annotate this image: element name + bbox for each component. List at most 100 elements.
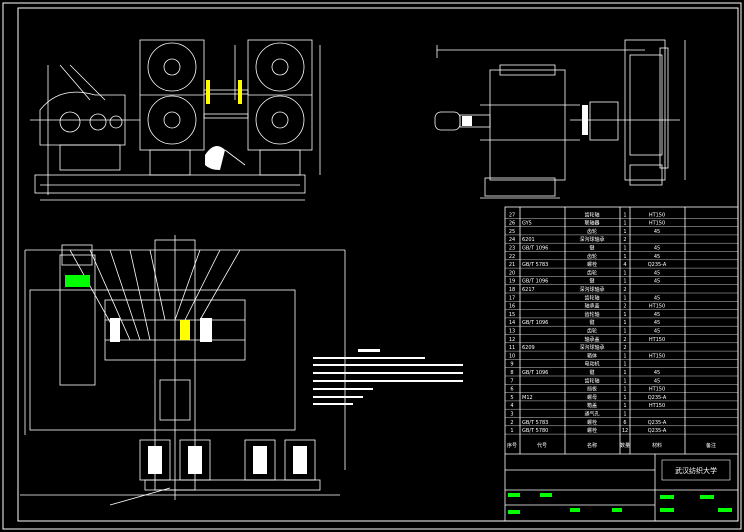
bom-cell-code: 6201: [522, 237, 535, 243]
bom-cell-no: 27: [509, 212, 515, 218]
bom-cell-qty: 2: [623, 237, 626, 243]
bom-cell-name: 轴承盖: [584, 336, 599, 343]
bom-cell-name: 键: [589, 369, 594, 376]
bom-cell-no: 17: [509, 295, 515, 301]
bom-cell-no: 11: [509, 345, 515, 351]
bom-cell-code: GB/T 5783: [522, 420, 548, 426]
bom-cell-no: 6: [510, 387, 513, 393]
front-view: [30, 39, 321, 201]
bom-cell-material: HT150: [649, 337, 665, 343]
bom-cell-qty: 1: [623, 387, 626, 393]
bom-cell-name: 螺栓: [587, 261, 597, 268]
bom-cell-name: 深沟球轴承: [579, 344, 604, 351]
bom-cell-no: 21: [509, 262, 515, 268]
bom-cell-name: 深沟球轴承: [579, 236, 604, 243]
bom-cell-no: 8: [510, 370, 513, 376]
bom-cell-no: 1: [510, 428, 513, 434]
bom-cell-material: Q235-A: [648, 262, 667, 268]
side-view-accent: [462, 105, 588, 135]
bom-cell-qty: 1: [623, 320, 626, 326]
bom-cell-qty: 1: [623, 295, 626, 301]
bom-cell-material: HT150: [649, 387, 665, 393]
bom-cell-name: 键: [589, 278, 594, 285]
bom-cell-material: Q235-A: [648, 420, 667, 426]
bom-cell-qty: 12: [622, 428, 628, 434]
bom-cell-code: GB/T 1096: [522, 320, 548, 326]
bom-cell-no: 7: [510, 378, 513, 384]
bom-cell-material: 45: [654, 378, 660, 384]
bom-cell-qty: 1: [623, 229, 626, 235]
bom-cell-no: 3: [510, 412, 513, 418]
bom-cell-name: 齿轮轴: [584, 311, 599, 318]
bom-cell-name: 箱盖: [587, 402, 597, 409]
bom-cell-name: 齿轮轴: [584, 211, 599, 218]
bom-cell-material: 45: [654, 270, 660, 276]
bom-cell-no: 14: [509, 320, 515, 326]
bom-cell-name: 螺栓: [587, 427, 597, 434]
bom-cell-qty: 1: [623, 395, 626, 401]
bom-cell-name: 轴承盖: [584, 303, 599, 310]
bom-cell-name: 螺栓: [587, 419, 597, 426]
technical-notes: [313, 349, 463, 405]
plan-view-accent: [65, 275, 307, 474]
bom-cell-no: 2: [510, 420, 513, 426]
bom-cell-no: 16: [509, 304, 515, 310]
bom-cell-material: HT150: [649, 353, 665, 359]
bom-cell-material: 45: [654, 254, 660, 260]
bom-cell-no: 22: [509, 254, 515, 260]
bom-cell-name: 通气孔: [584, 411, 599, 418]
bom-cell-code: 6209: [522, 345, 535, 351]
bom-cell-material: HT150: [649, 304, 665, 310]
bom-cell-qty: 2: [623, 304, 626, 310]
bom-cell-no: 9: [510, 362, 513, 368]
bom-cell-material: 45: [654, 229, 660, 235]
bom-cell-no: 23: [509, 246, 515, 252]
bom-cell-name: 齿轮: [587, 269, 597, 276]
bom-cell-code: GB/T 5783: [522, 262, 548, 268]
bom-cell-material: 45: [654, 320, 660, 326]
bom-cell-qty: 1: [623, 329, 626, 335]
bom-cell-no: 10: [509, 353, 515, 359]
bom-cell-material: Q235-A: [648, 395, 667, 401]
bom-cell-material: HT150: [649, 221, 665, 227]
bom-cell-material: HT150: [649, 403, 665, 409]
bom-cell-qty: 4: [623, 262, 626, 268]
bom-cell-no: 5: [510, 395, 513, 401]
bom-header-qty: 数量: [620, 442, 630, 449]
bom-table-frame: [504, 206, 739, 522]
bom-cell-material: 45: [654, 370, 660, 376]
bom-cell-qty: 2: [623, 345, 626, 351]
bom-cell-name: 挡板: [587, 386, 597, 393]
bom-cell-material: 45: [654, 329, 660, 335]
bom-cell-name: 螺母: [587, 394, 597, 401]
bom-cell-qty: 1: [623, 246, 626, 252]
bom-header-note: 备注: [706, 442, 716, 449]
side-view: [434, 39, 686, 199]
bom-cell-qty: 2: [623, 337, 626, 343]
bom-cell-name: 齿轮轴: [584, 377, 599, 384]
bom-cell-material: Q235-A: [648, 428, 667, 434]
bom-cell-name: 联轴器: [584, 220, 599, 227]
bom-cell-no: 12: [509, 337, 515, 343]
bom-cell-name: 齿轮: [587, 328, 597, 335]
bom-cell-qty: 1: [623, 254, 626, 260]
bom-cell-name: 箱体: [587, 352, 597, 359]
bom-cell-qty: 1: [623, 362, 626, 368]
bom-cell-code: M12: [522, 395, 533, 401]
bom-cell-material: 45: [654, 279, 660, 285]
bom-cell-material: 45: [654, 312, 660, 318]
bom-cell-name: 深沟球轴承: [579, 286, 604, 293]
bom-cell-qty: 1: [623, 353, 626, 359]
bom-cell-name: 键: [589, 319, 594, 326]
bom-cell-code: GY5: [522, 221, 532, 227]
bom-cell-qty: 1: [623, 279, 626, 285]
bom-cell-qty: 6: [623, 420, 626, 426]
bom-cell-no: 19: [509, 279, 515, 285]
bom-cell-name: 齿轮: [587, 253, 597, 260]
bom-cell-qty: 1: [623, 412, 626, 418]
bom-cell-qty: 1: [623, 270, 626, 276]
bom-cell-qty: 1: [623, 370, 626, 376]
bom-cell-material: 45: [654, 295, 660, 301]
